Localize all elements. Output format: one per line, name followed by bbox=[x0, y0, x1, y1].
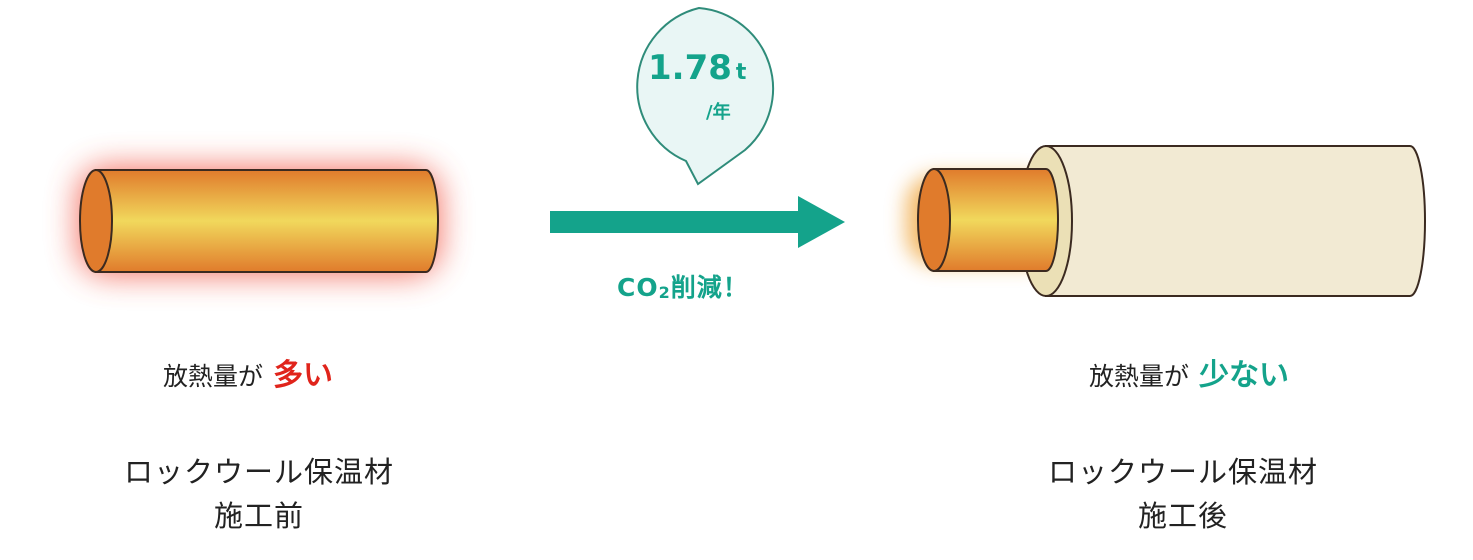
heat-text-before: 放熱量が bbox=[163, 362, 264, 391]
heat-emphasis-after: 少ない bbox=[1199, 358, 1290, 393]
inner-pipe-body bbox=[933, 168, 1059, 272]
inner-pipe-end bbox=[917, 168, 951, 272]
caption-after-line1: ロックウール保温材 bbox=[1047, 455, 1318, 489]
heat-emphasis-before: 多い bbox=[273, 358, 334, 393]
heat-text-after: 放熱量が bbox=[1089, 362, 1190, 391]
reduction-arrow bbox=[550, 196, 845, 248]
caption-after: ロックウール保温材 施工後 bbox=[1033, 450, 1333, 538]
insulation-body bbox=[1045, 145, 1426, 297]
caption-before-line1: ロックウール保温材 bbox=[123, 455, 394, 489]
arrow-shaft bbox=[550, 211, 802, 233]
pipe-end bbox=[79, 169, 113, 273]
co2-suffix: 削減！ bbox=[670, 273, 749, 302]
caption-before-line2: 施工前 bbox=[213, 499, 304, 533]
caption-after-line2: 施工後 bbox=[1137, 499, 1228, 533]
co2-prefix: CO bbox=[617, 273, 659, 302]
speech-bubble bbox=[636, 6, 774, 186]
co2-reduction-label: CO2削減！ bbox=[617, 268, 749, 304]
arrow-head bbox=[798, 196, 845, 248]
caption-before: ロックウール保温材 施工前 bbox=[109, 450, 409, 538]
bare-pipe-before bbox=[78, 167, 440, 275]
heat-label-before: 放熱量が多い bbox=[163, 350, 333, 394]
reduction-per-year: /年 bbox=[706, 102, 731, 123]
heat-label-after: 放熱量が少ない bbox=[1089, 350, 1289, 394]
insulated-pipe-after bbox=[906, 145, 1426, 297]
pipe-body bbox=[95, 169, 439, 273]
co2-subscript: 2 bbox=[658, 283, 671, 302]
reduction-unit: t bbox=[735, 60, 747, 85]
reduction-number: 1.78 bbox=[648, 48, 732, 88]
reduction-callout bbox=[550, 6, 845, 248]
